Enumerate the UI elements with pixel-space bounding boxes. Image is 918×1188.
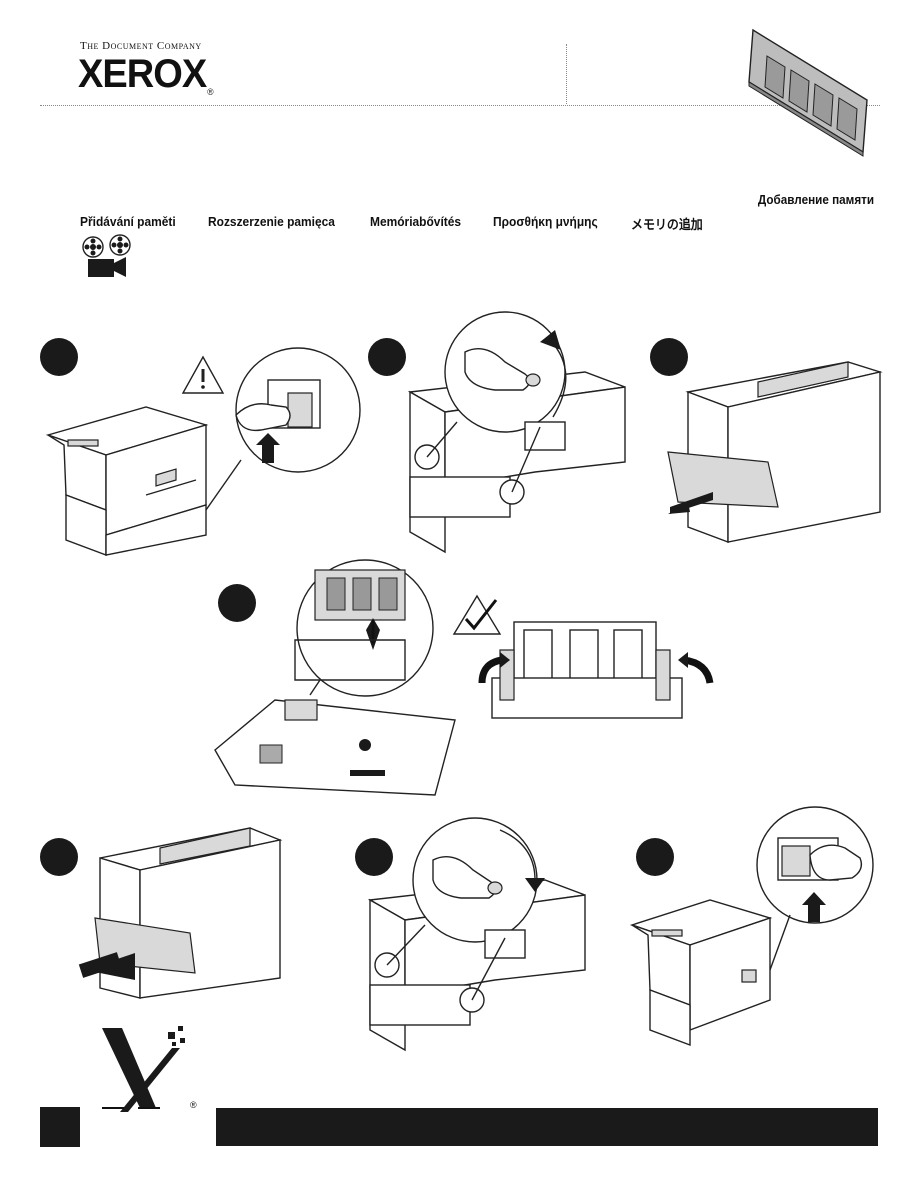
title-japanese: メモリの追加 [630,217,703,232]
memory-module-icon [748,28,868,157]
xerox-logo: XEROX® [78,52,213,97]
footer-square [40,1107,80,1147]
language-titles: Přidávání paměti Rozszerzenie pamięca Me… [80,214,709,233]
footer-bar [216,1108,878,1146]
step-2-illustration [407,311,626,554]
xerox-x-logo [102,1026,185,1112]
title-polish: Rozszerzenie pamięca [208,214,336,229]
step-5-marker [40,838,78,876]
step-4-illustration [214,559,456,796]
step-6-illustration [367,817,586,1052]
step-3-marker [650,338,688,376]
header-divider-vertical [566,44,567,104]
step-3-illustration [667,361,883,544]
step-7-marker [636,838,674,876]
step-7-illustration [629,806,874,1047]
footer-registered-mark: ® [190,1100,197,1110]
film-camera-icon[interactable] [80,234,136,279]
title-hungarian: Memóriabővítés [370,214,462,229]
step-1-illustration [45,347,361,557]
brand-name: XEROX [78,52,207,96]
registered-mark: ® [207,87,213,97]
check-triangle-icon [452,594,502,635]
step-1-marker [40,338,78,376]
memory-latch-detail [478,621,714,719]
step-4-marker [218,584,256,622]
company-tagline: The Document Company [80,40,202,52]
step-5-illustration [78,827,283,999]
page-title: Добавление памяти [757,192,874,207]
step-2-marker [368,338,406,376]
header-divider [40,105,880,106]
title-czech: Přidávání paměti [80,214,176,229]
step-6-marker [355,838,393,876]
title-greek: Προσθήκη μνήμης [493,214,598,229]
